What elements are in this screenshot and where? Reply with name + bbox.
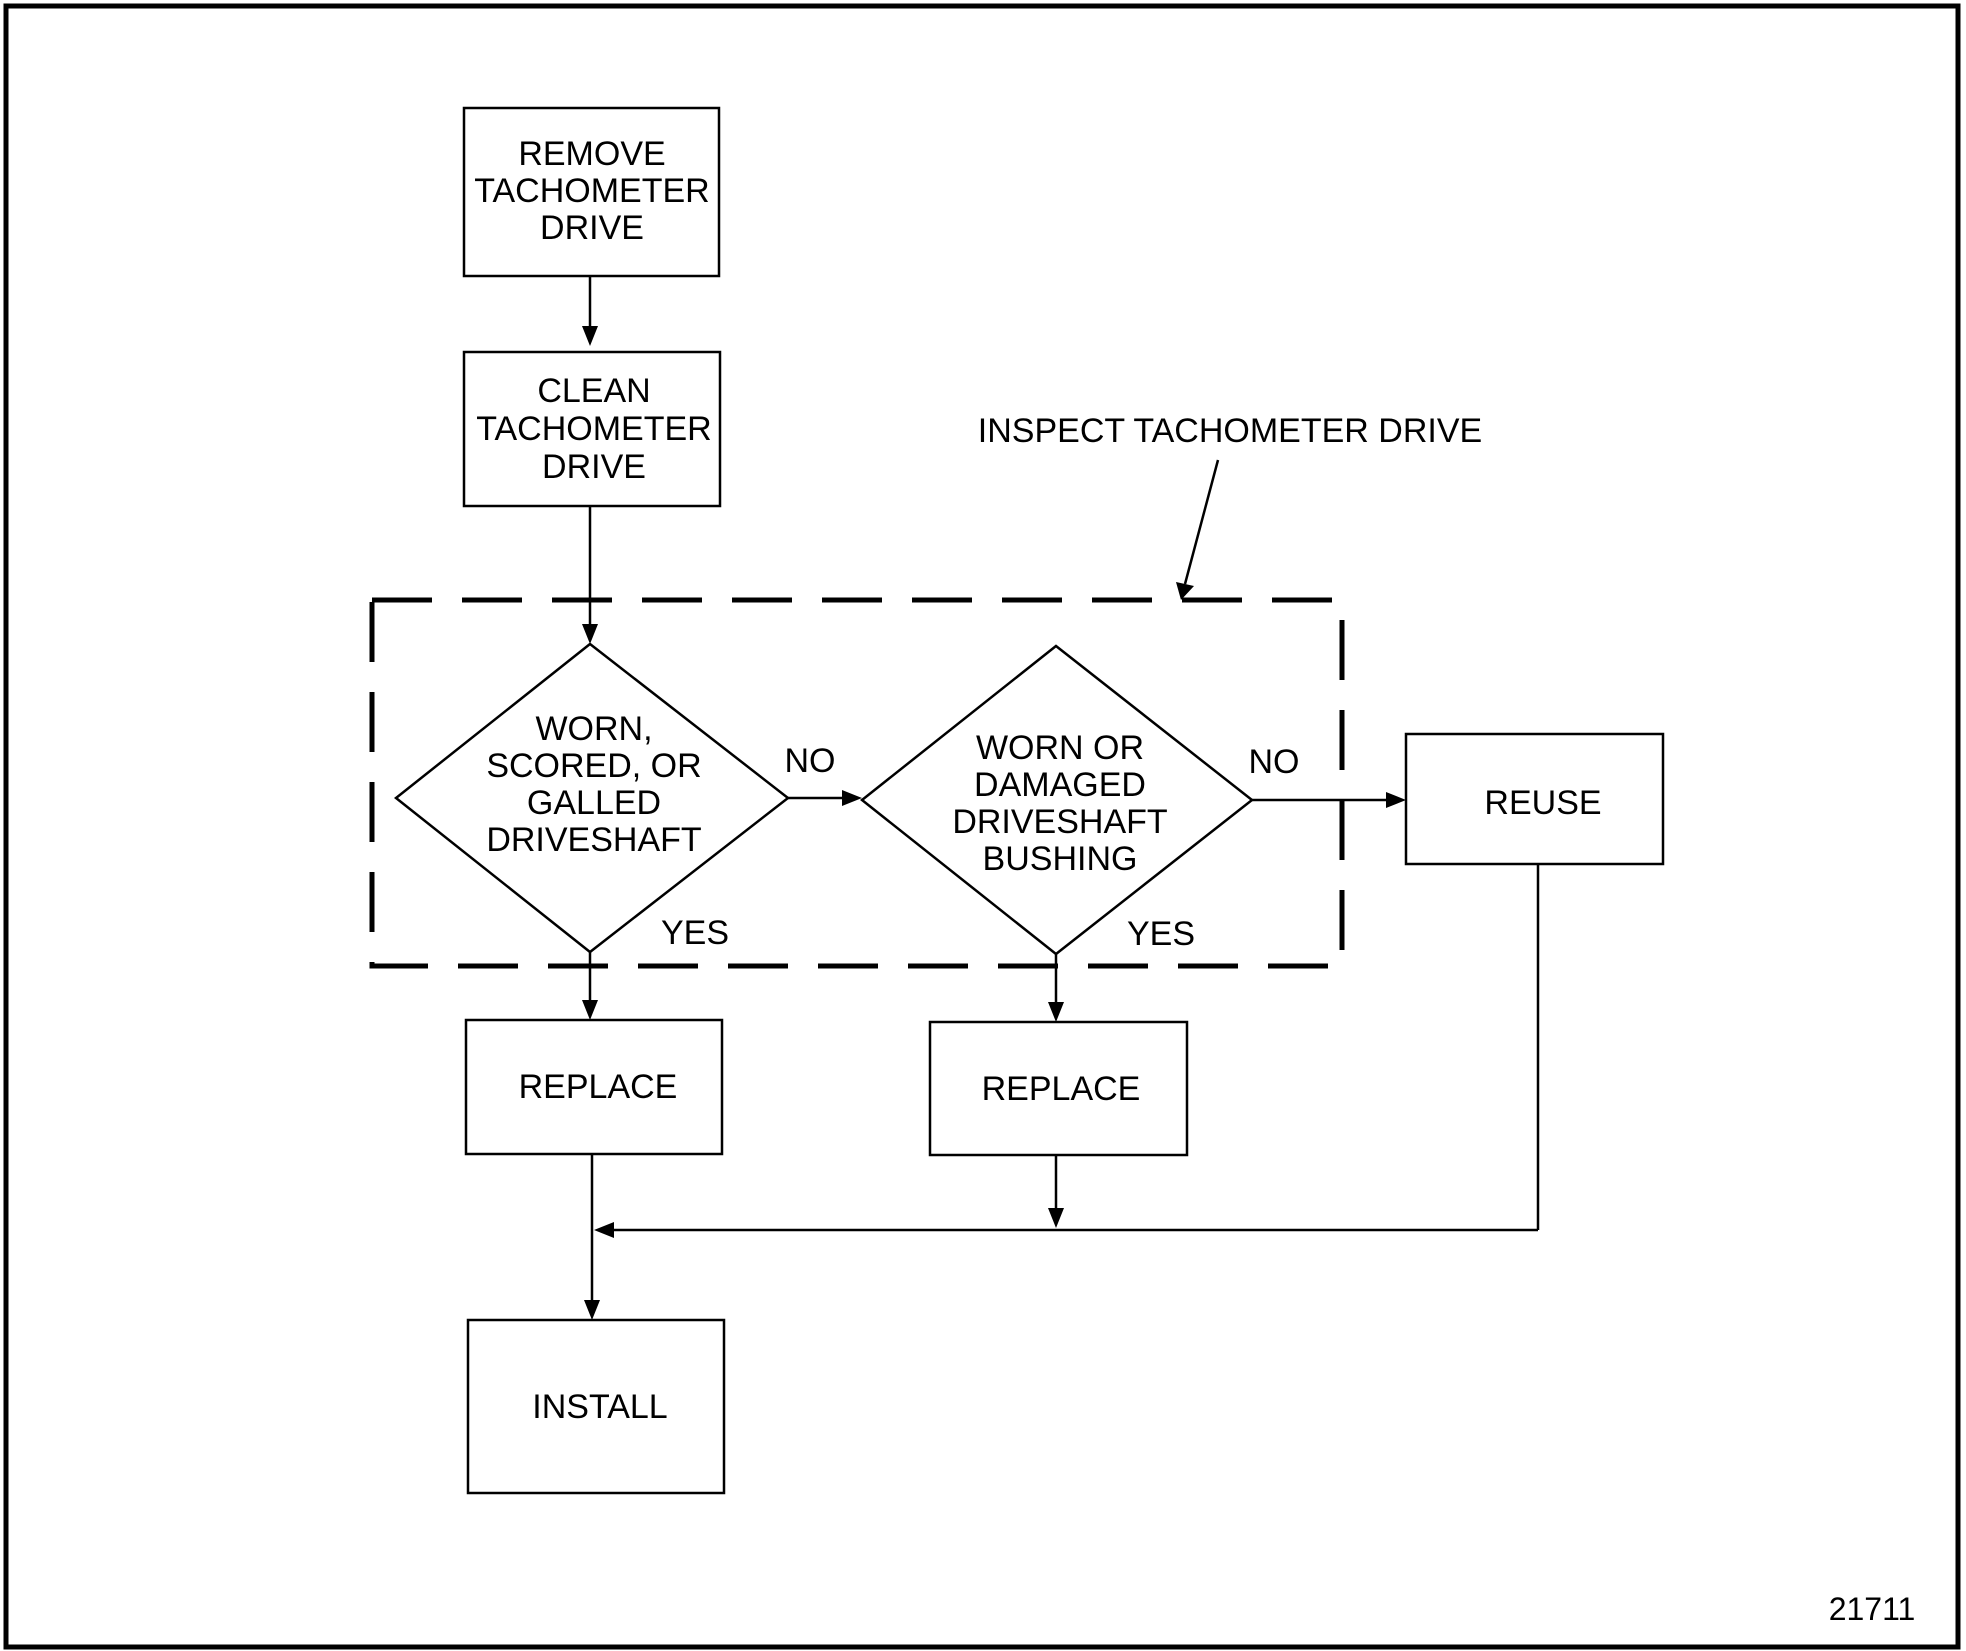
bushing-decision-diamond: WORN OR DAMAGED DRIVESHAFT BUSHING (859, 644, 1255, 956)
edge-remove-to-clean-arrowhead (582, 326, 598, 346)
clean-tachometer-drive-box: CLEAN TACHOMETER DRIVE (462, 350, 722, 508)
replace-driveshaft-box: REPLACE (464, 1018, 724, 1156)
edge-driveshaft-no-arrowhead (842, 790, 862, 806)
figure-number: 21711 (1829, 1591, 1916, 1627)
edge-bushing-yes-arrowhead (1048, 1002, 1064, 1022)
remove-line-3: DRIVE (540, 209, 644, 247)
edge-label-no-1: NO (785, 742, 836, 780)
decision-1-line-1: WORN, (535, 710, 652, 748)
replace-bushing-box: REPLACE (928, 1020, 1189, 1157)
edge-replace2-arrowhead (1048, 1208, 1064, 1228)
inspect-group-label: INSPECT TACHOMETER DRIVE (978, 412, 1482, 450)
decision-1-line-2: SCORED, OR (486, 747, 701, 785)
edge-label-yes-2: YES (1127, 915, 1195, 953)
clean-line-2: TACHOMETER (476, 410, 711, 448)
decision-2-line-2: DAMAGED (974, 766, 1146, 804)
replace-driveshaft-label: REPLACE (519, 1068, 678, 1106)
reuse-label: REUSE (1484, 784, 1601, 822)
driveshaft-decision-diamond: WORN, SCORED, OR GALLED DRIVESHAFT (393, 642, 791, 954)
inspect-group-boundary (369, 597, 1345, 969)
decision-1-line-3: GALLED (527, 784, 661, 822)
remove-tachometer-drive-box: REMOVE TACHOMETER DRIVE (462, 106, 721, 278)
edge-label-no-2: NO (1249, 743, 1300, 781)
remove-line-2: TACHOMETER (474, 172, 709, 210)
edge-driveshaft-yes-arrowhead (582, 1000, 598, 1020)
group-label-leader (1183, 459, 1220, 585)
edge-clean-to-driveshaft-decision-arrowhead (582, 624, 598, 644)
decision-2-line-3: DRIVESHAFT (952, 803, 1167, 841)
replace-bushing-label: REPLACE (982, 1070, 1141, 1108)
install-box: INSTALL (466, 1318, 726, 1495)
edge-bushing-no-arrowhead (1386, 792, 1406, 808)
edge-label-yes-1: YES (661, 914, 729, 952)
decision-2-line-4: BUSHING (983, 840, 1138, 878)
outer-frame (3, 3, 1961, 1650)
edge-merge-arrowhead (594, 1222, 614, 1238)
group-label-arrowhead (1176, 582, 1194, 600)
edge-to-install-arrowhead (584, 1300, 600, 1320)
clean-line-1: CLEAN (537, 372, 650, 410)
remove-line-1: REMOVE (518, 135, 665, 173)
clean-line-3: DRIVE (542, 448, 646, 486)
reuse-box: REUSE (1404, 732, 1665, 866)
decision-2-line-1: WORN OR (976, 729, 1144, 767)
decision-1-line-4: DRIVESHAFT (486, 821, 701, 859)
install-label: INSTALL (532, 1388, 667, 1426)
